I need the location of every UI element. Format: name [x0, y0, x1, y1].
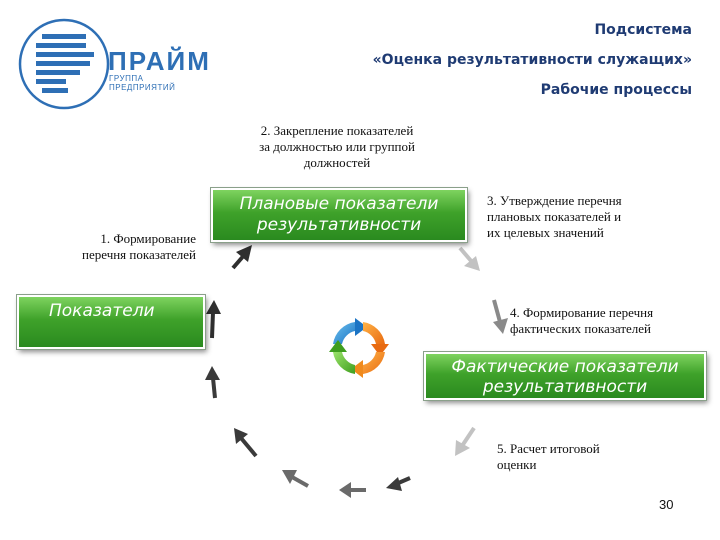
step-4-line-2: фактических показателей — [510, 321, 651, 336]
arrow-step2-to-step3 — [458, 246, 480, 271]
title-line-2: «Оценка результативности служащих» — [372, 52, 692, 68]
step-1-line-2: перечня показателей — [82, 247, 196, 262]
actual-indicators-line-1: Фактические показатели — [451, 357, 679, 377]
planned-indicators-line-2: результативности — [256, 215, 422, 235]
step-4-line-1: 4. Формирование перечня — [510, 305, 654, 320]
step-5-line-2: оценки — [497, 457, 537, 472]
planned-indicators-line-1: Плановые показатели — [239, 194, 439, 214]
arrow-bottom-2 — [339, 482, 366, 498]
indicators-label: Показатели — [49, 301, 155, 321]
step-1-line-1: 1. Формирование — [100, 231, 196, 246]
arrow-step3-to-step4 — [492, 299, 508, 334]
page-number: 30 — [659, 497, 674, 512]
arrow-left-upper — [206, 300, 221, 339]
indicators-box: Показатели — [17, 295, 205, 349]
step-5-line-1: 5. Расчет итоговой — [497, 441, 600, 456]
brand-subtitle: ГРУППА ПРЕДПРИЯТИЙ — [109, 74, 176, 92]
planned-indicators-box: Плановые показатели результативности — [211, 188, 467, 242]
actual-indicators-box: Фактические показатели результативности — [424, 352, 706, 400]
arrow-left-lower — [234, 428, 258, 458]
logo-mark-icon — [18, 18, 110, 110]
arrow-left-middle — [205, 366, 220, 399]
step-2-label: 2. Закрепление показателей за должностью… — [212, 123, 462, 171]
company-logo: ПРАЙМ ГРУППА ПРЕДПРИЯТИЙ — [14, 10, 209, 122]
title-line-3: Рабочие процессы — [540, 82, 692, 98]
step-1-label: 1. Формирование перечня показателей — [16, 231, 196, 263]
arrow-bottom-1 — [386, 476, 411, 491]
title-line-1: Подсистема — [594, 22, 692, 38]
step-3-line-1: 3. Утверждение перечня — [487, 193, 622, 208]
step-3-line-3: их целевых значений — [487, 225, 604, 240]
step-3-line-2: плановых показателей и — [487, 209, 622, 224]
step-2-line-1: 2. Закрепление показателей — [260, 123, 414, 138]
brand-name: ПРАЙМ — [108, 46, 211, 76]
arrow-step1-to-step2 — [231, 245, 252, 270]
cycle-arrows-icon — [329, 318, 389, 378]
step-2-line-2: за должностью или группой — [259, 139, 415, 154]
arrow-bottom-3 — [282, 470, 309, 488]
arrow-step4-to-step5 — [455, 426, 476, 456]
actual-indicators-line-2: результативности — [482, 377, 648, 397]
step-3-label: 3. Утверждение перечня плановых показате… — [487, 193, 697, 241]
step-2-line-3: должностей — [303, 155, 371, 170]
step-5-label: 5. Расчет итоговой оценки — [497, 441, 677, 473]
step-4-label: 4. Формирование перечня фактических пока… — [510, 305, 715, 337]
